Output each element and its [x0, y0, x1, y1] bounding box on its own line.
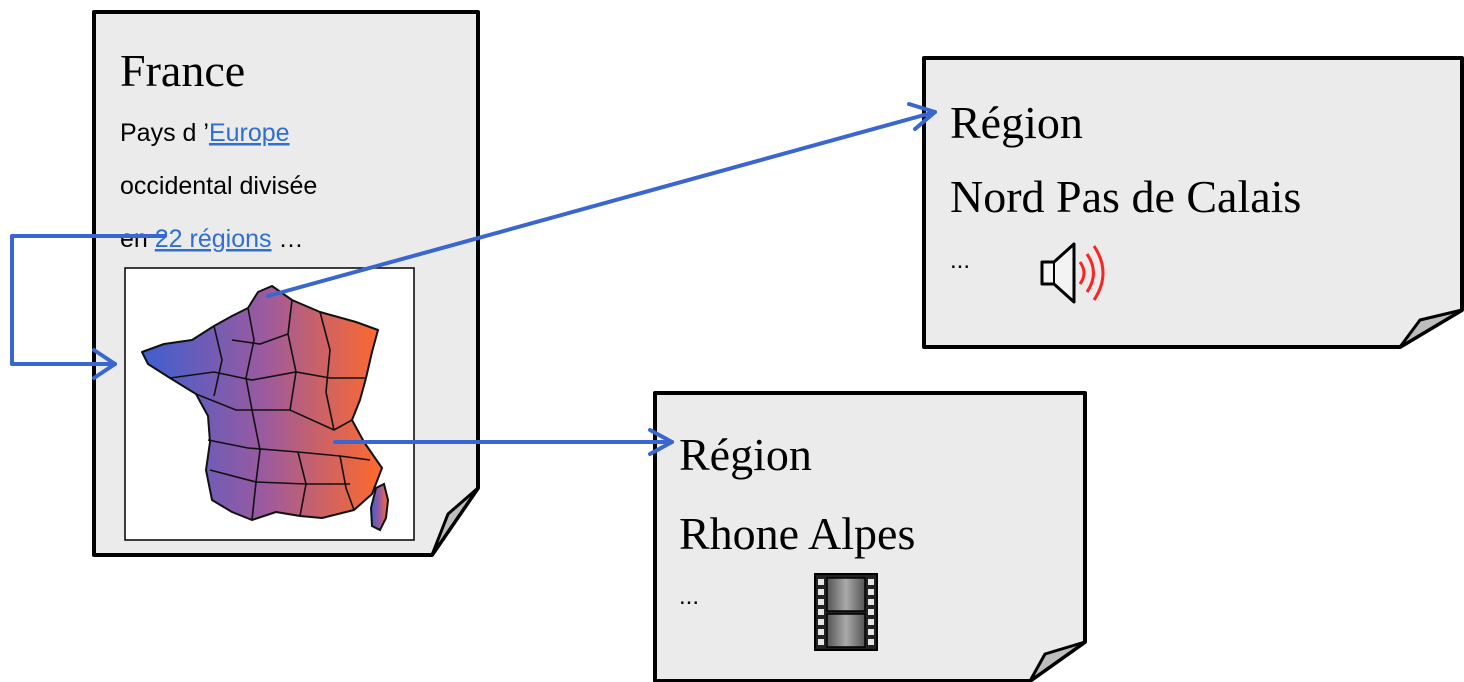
map-to-nord-arrow — [266, 110, 937, 298]
france-line1-prefix: Pays d ’ — [120, 119, 209, 147]
europe-link[interactable]: Europe — [209, 119, 290, 147]
europe-link-text[interactable]: Europe — [209, 119, 290, 147]
france-line3-suffix: … — [272, 225, 304, 253]
regions-link[interactable]: 22 régions — [155, 225, 272, 253]
rhone-line1: Région — [679, 429, 812, 480]
nord-line2: Nord Pas de Calais — [950, 171, 1301, 222]
rhone-page-curl — [1028, 640, 1087, 682]
france-line3: en 22 régions … — [120, 225, 303, 253]
link-arrows — [10, 102, 937, 456]
nord-page-curl — [1398, 308, 1464, 349]
regions-to-map-arrowhead — [92, 348, 117, 380]
france-title: France — [120, 45, 245, 96]
nord-line1: Région — [950, 97, 1083, 148]
map-to-rhone-arrowhead — [648, 428, 674, 456]
france-map-icon[interactable] — [141, 285, 390, 532]
map-to-nord-arrowhead — [907, 102, 937, 131]
france-line2: occidental divisée — [120, 172, 317, 200]
france-page-curl — [430, 486, 480, 557]
regions-to-map-arrow — [10, 234, 167, 366]
regions-link-text[interactable]: 22 régions — [155, 225, 272, 253]
rhone-document: Région Rhone Alpes ... — [653, 391, 1087, 682]
france-region-borders — [169, 299, 371, 521]
nord-document: Région Nord Pas de Calais ... — [922, 56, 1464, 349]
nord-ellipsis: ... — [950, 247, 970, 274]
france-map-outline — [141, 285, 383, 521]
rhone-ellipsis: ... — [679, 583, 699, 610]
corsica-region — [369, 482, 390, 532]
france-line1: Pays d ’Europe — [120, 119, 290, 147]
rhone-line2: Rhone Alpes — [679, 508, 915, 559]
speaker-icon[interactable] — [1040, 242, 1105, 304]
france-line3-prefix: en — [120, 225, 155, 253]
film-icon[interactable] — [814, 573, 878, 651]
france-document: France Pays d ’Europe occidental divisée… — [92, 10, 480, 557]
